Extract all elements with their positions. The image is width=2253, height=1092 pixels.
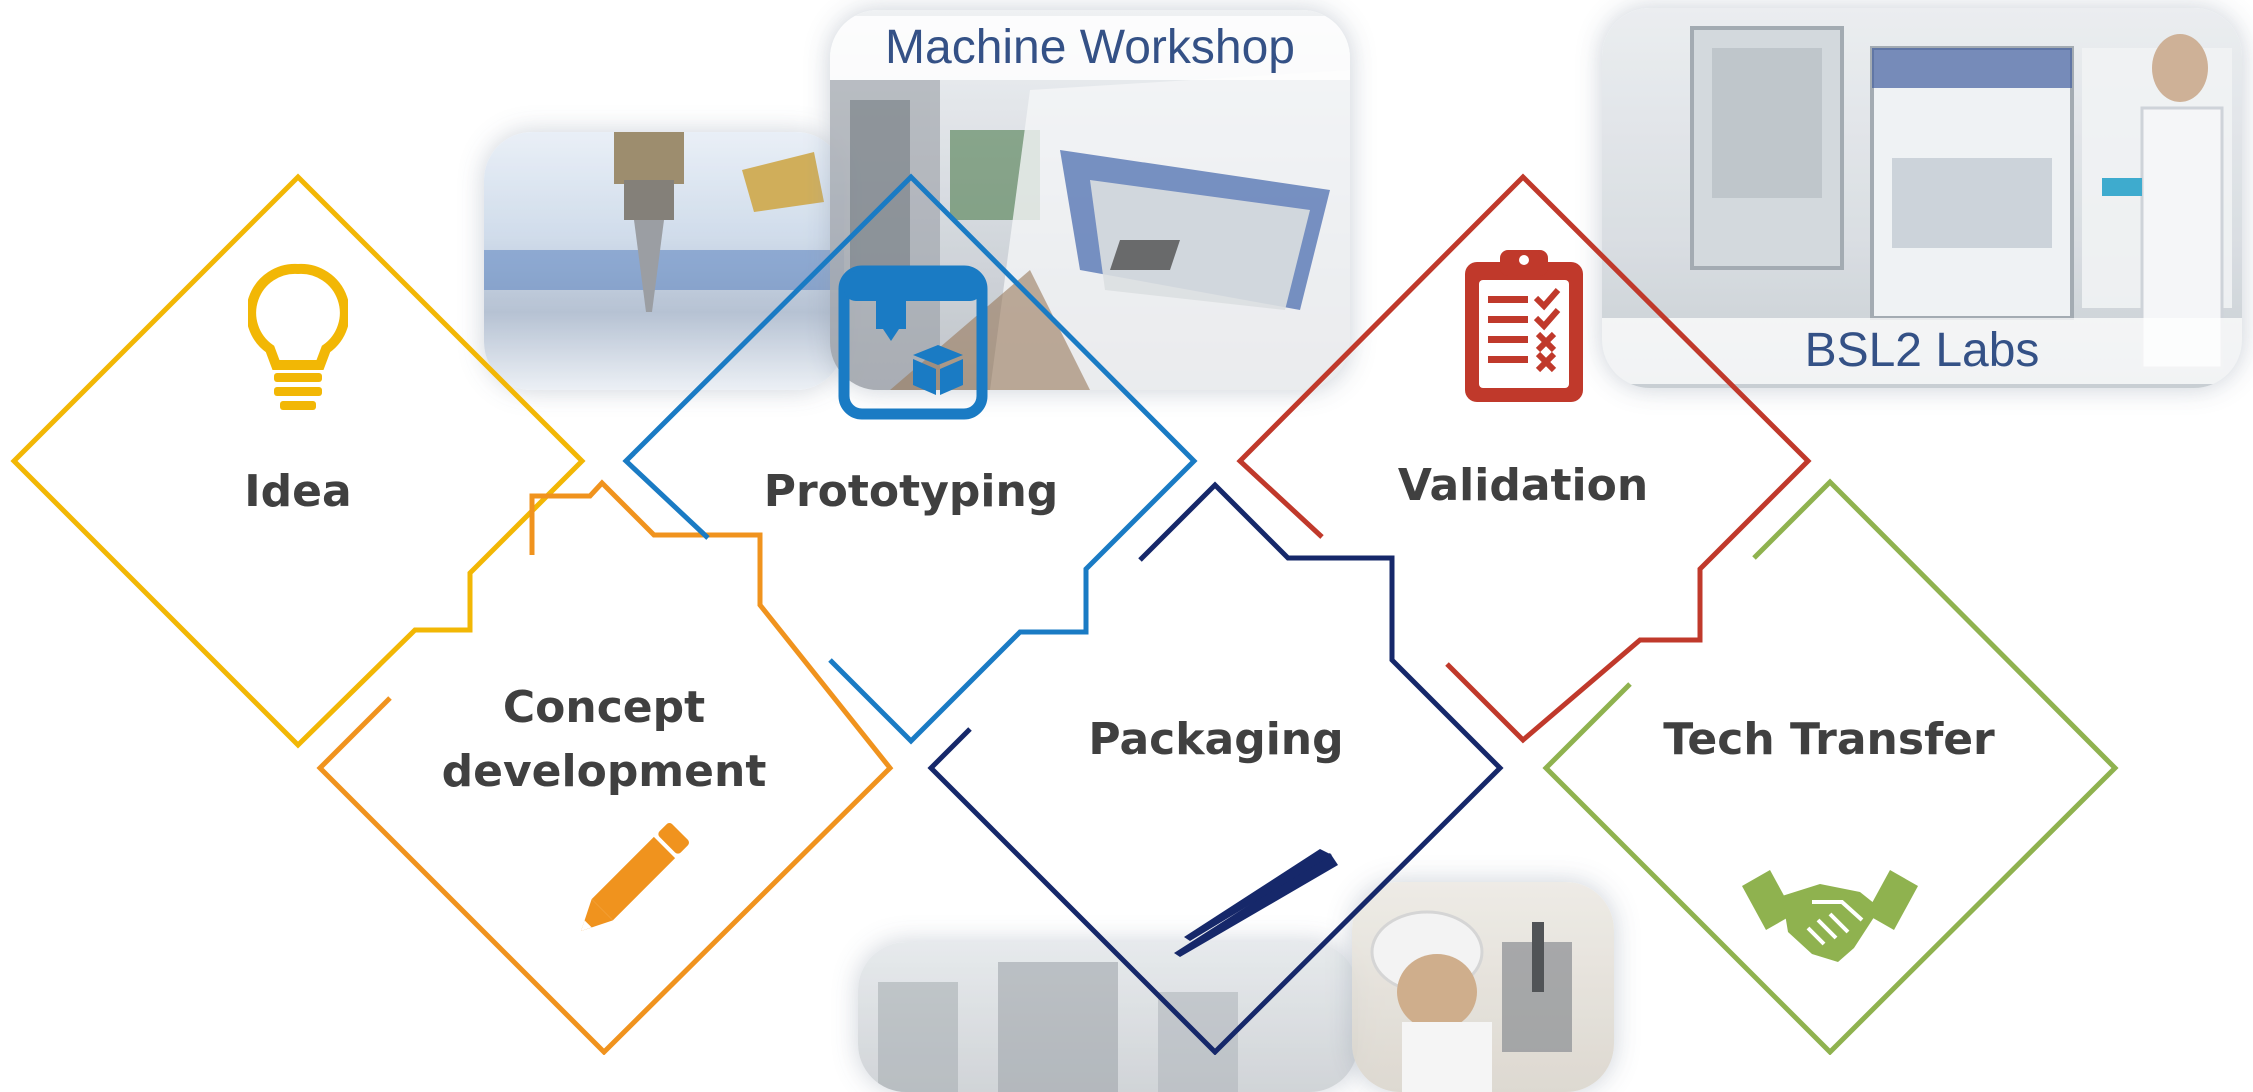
packaging-label: Packaging [1088, 714, 1344, 765]
prototyping-label: Prototyping [763, 466, 1059, 517]
idea-label: Idea [244, 466, 352, 517]
bsl2-labs-caption: BSL2 Labs [1602, 318, 2242, 384]
concept-diamond [316, 479, 894, 1055]
dispenser-needle-photo [484, 132, 844, 390]
tech-transfer-diamond [1542, 478, 2119, 1055]
prototyping-diamond [622, 173, 1198, 745]
clipboard-checklist-icon [1465, 250, 1583, 402]
diamond-outlines [10, 173, 2119, 1055]
validation-label: Validation [1397, 460, 1649, 511]
machine-workshop-photo: Machine Workshop [830, 10, 1350, 390]
concept-development-label: Concept development [442, 676, 767, 804]
3d-printer-icon [838, 265, 988, 420]
bsl2-labs-photo: BSL2 Labs [1602, 8, 2242, 388]
machine-workshop-caption: Machine Workshop [830, 16, 1350, 80]
lightbulb-icon [248, 263, 348, 410]
packaging-diamond [927, 481, 1504, 1055]
pencil-icon [581, 823, 689, 931]
validation-diamond [1236, 173, 1812, 744]
concept-label-line2: development [441, 746, 767, 797]
handshake-icon [1742, 870, 1918, 962]
tweezers-icon [1174, 849, 1338, 957]
idea-diamond [10, 173, 586, 749]
concept-label-line1: Concept [502, 682, 706, 733]
tech-transfer-label: Tech Transfer [1663, 714, 1995, 765]
